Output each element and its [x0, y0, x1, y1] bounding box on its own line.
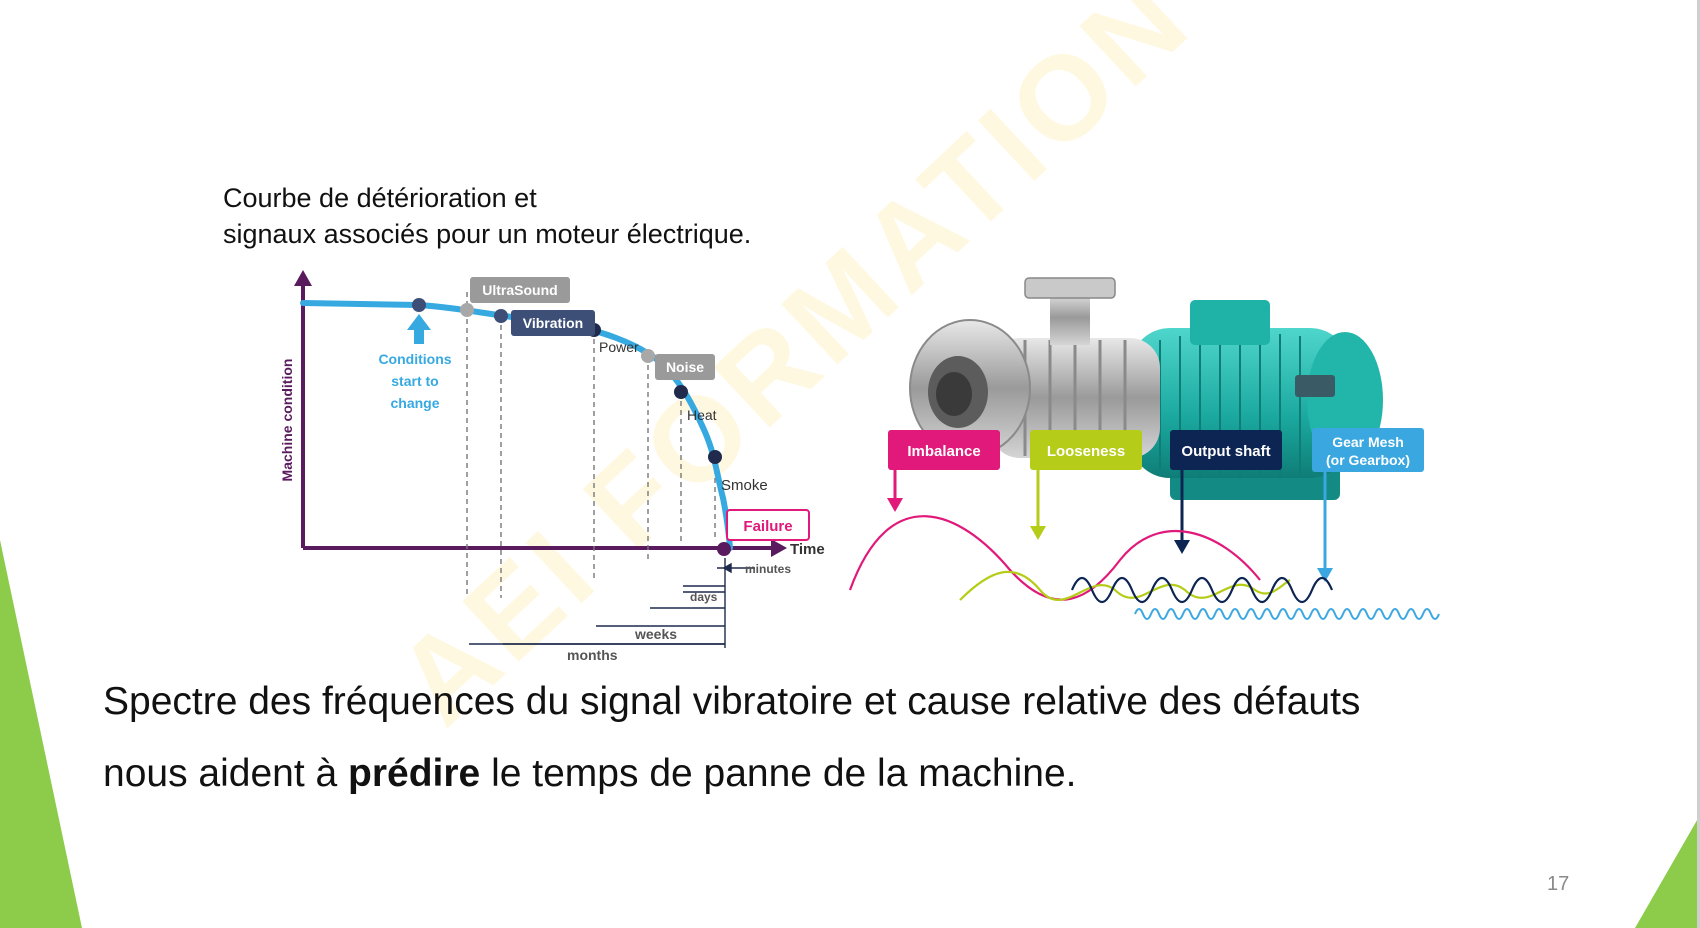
noise-label: Noise — [666, 359, 704, 375]
annotation-line-3: change — [390, 395, 439, 411]
body-text-line-2-start: nous aident à — [103, 752, 349, 795]
vibration-label-box — [511, 310, 595, 336]
annotation-line-1: Conditions — [378, 351, 451, 367]
body-text-line-2-end: le temps de panne de la machine. — [480, 752, 1077, 795]
page-number: 17 — [1547, 873, 1570, 895]
point-heat — [674, 385, 688, 399]
point-smoke — [708, 450, 722, 464]
x-axis-label: Time — [790, 541, 825, 558]
point-ultrasound — [460, 303, 474, 317]
imbalance-label: Imbalance — [907, 443, 980, 460]
point-vibration — [494, 309, 508, 323]
looseness-label-box — [1030, 430, 1142, 470]
output-shaft-wave — [1070, 576, 1334, 604]
minutes-label: minutes — [745, 562, 791, 576]
motor-nameplate — [1295, 375, 1335, 397]
gear-mesh-wave — [1134, 608, 1440, 620]
noise-label-box — [655, 354, 715, 380]
looseness-arrowhead — [1030, 526, 1046, 540]
annotation-line-2: start to — [391, 373, 438, 389]
output-shaft-label-box — [1170, 430, 1282, 470]
up-arrow-icon — [407, 314, 431, 344]
chart-caption: Courbe de détérioration et signaux assoc… — [223, 180, 751, 252]
gear-mesh-arrowhead — [1317, 568, 1333, 582]
body-text-line-2: nous aident à prédire le temps de panne … — [103, 752, 1076, 796]
body-text-bold-word: prédire — [348, 752, 481, 795]
caption-line-2: signaux associés pour un moteur électriq… — [223, 219, 752, 249]
vibration-label: Vibration — [523, 315, 583, 331]
imbalance-wave — [848, 515, 1261, 601]
power-label: Power — [599, 339, 639, 355]
days-label: days — [690, 590, 718, 604]
inlet-opening-inner — [936, 372, 972, 416]
heat-label: Heat — [687, 407, 717, 423]
point-failure — [717, 542, 731, 556]
gear-mesh-label-box — [1312, 428, 1424, 472]
imbalance-arrowhead — [887, 498, 903, 512]
y-axis-arrow — [294, 270, 312, 286]
point-noise — [641, 349, 655, 363]
left-green-triangle-decoration — [0, 540, 82, 928]
right-border-line — [1697, 0, 1700, 928]
point-conditions-change — [412, 298, 426, 312]
failure-label-box — [726, 509, 810, 541]
gear-mesh-label-line-1: Gear Mesh — [1332, 434, 1404, 450]
body-text-line-1: Spectre des fréquences du signal vibrato… — [103, 680, 1361, 723]
looseness-label: Looseness — [1047, 443, 1125, 460]
gear-mesh-label-line-2: (or Gearbox) — [1326, 452, 1410, 468]
y-axis-label: Machine condition — [279, 359, 295, 482]
failure-label: Failure — [743, 518, 792, 535]
output-shaft-label: Output shaft — [1181, 443, 1270, 460]
imbalance-label-box — [888, 430, 1000, 470]
motor-pump-illustration: Imbalance Looseness Output shaft Gear Me… — [848, 277, 1440, 620]
deterioration-curve — [300, 300, 733, 551]
right-green-triangle-decoration — [1635, 815, 1700, 928]
smoke-label: Smoke — [721, 477, 768, 494]
looseness-wave — [959, 570, 1291, 601]
deterioration-curve-chart: Machine condition Time Conditions start … — [279, 270, 825, 662]
caption-line-1: Courbe de détérioration et — [223, 183, 537, 213]
outlet-flange — [1024, 277, 1116, 299]
x-axis-arrow — [771, 539, 787, 557]
weeks-label: weeks — [634, 626, 677, 642]
outlet-pipe — [1050, 290, 1090, 345]
minutes-arrowhead — [722, 562, 732, 574]
ultrasound-label-box — [470, 277, 570, 303]
ultrasound-label: UltraSound — [482, 282, 557, 298]
output-shaft-arrowhead — [1174, 540, 1190, 554]
months-label: months — [567, 647, 618, 662]
motor-terminal-box — [1190, 300, 1270, 345]
